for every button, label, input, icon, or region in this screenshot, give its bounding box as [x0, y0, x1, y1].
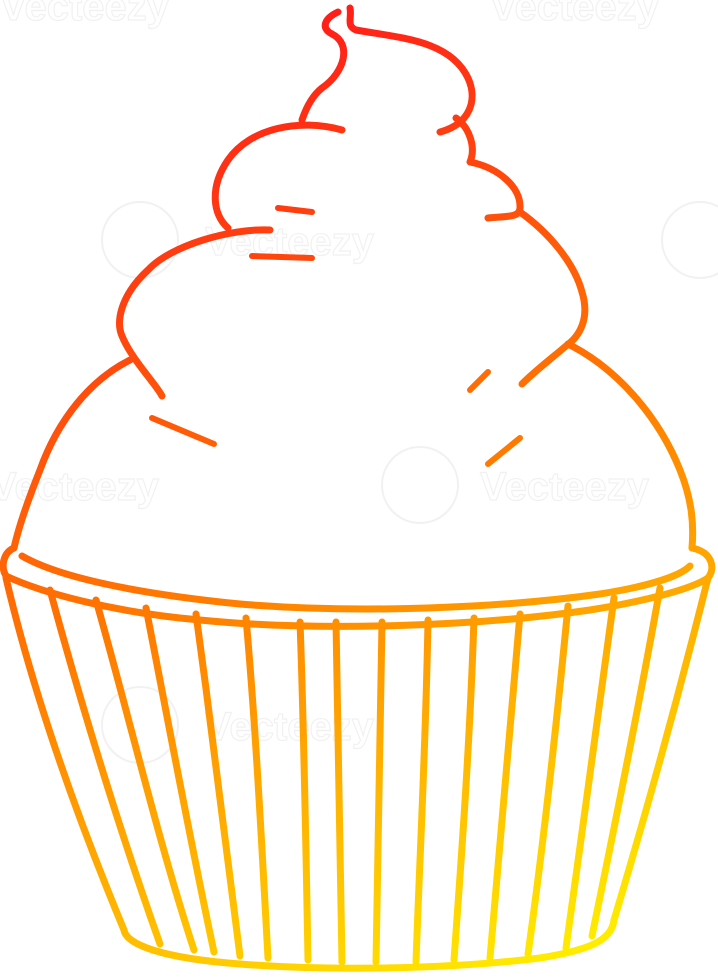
liner-pleat: [242, 614, 272, 962]
frosting-tier-3-right: [516, 208, 589, 388]
frosting-detail-mark: [467, 369, 491, 393]
frosting-detail-mark: [275, 205, 315, 215]
liner-pleat: [524, 602, 572, 958]
frosting-tier-2-right: [452, 114, 524, 222]
liner-pleat: [562, 594, 618, 952]
frosting: [10, 4, 697, 552]
liner-pleat: [192, 610, 244, 960]
frosting-tier-3-left: [116, 226, 274, 400]
liner-pleat: [142, 604, 218, 956]
liner-pleat: [92, 596, 198, 954]
liner-pleat: [450, 614, 478, 964]
liner-left-side: [2, 574, 128, 934]
liner-pleat: [486, 610, 524, 962]
liner-pleat: [412, 616, 432, 966]
watermark-text: Vecteezy: [205, 705, 375, 749]
watermark-text: Vecteezy: [0, 0, 170, 29]
frosting-dome: [10, 340, 697, 552]
watermark-text: Vecteezy: [0, 465, 160, 509]
frosting-tier-2-left: [211, 121, 346, 232]
frosting-top-curl: [298, 8, 348, 124]
frosting-detail-mark: [149, 415, 217, 447]
liner-pleat: [372, 618, 386, 966]
liner-rim: [0, 544, 716, 630]
liner-right-side: [610, 574, 712, 924]
liner-pleat: [332, 618, 346, 966]
frosting-top-curl-back: [346, 4, 476, 136]
watermark: Vecteezy Vecteezy Vecteezy Vecteezy Vect…: [0, 0, 718, 764]
cupcake-liner: [0, 544, 716, 972]
frosting-detail-mark: [249, 253, 315, 261]
liner-pleat: [588, 584, 664, 940]
frosting-detail-mark: [485, 435, 523, 467]
watermark-text: Vecteezy: [480, 465, 650, 509]
watermark-text: Vecteezy: [490, 0, 660, 29]
liner-pleat: [296, 618, 312, 964]
liner-pleat: [46, 586, 164, 948]
liner-base: [120, 916, 618, 972]
